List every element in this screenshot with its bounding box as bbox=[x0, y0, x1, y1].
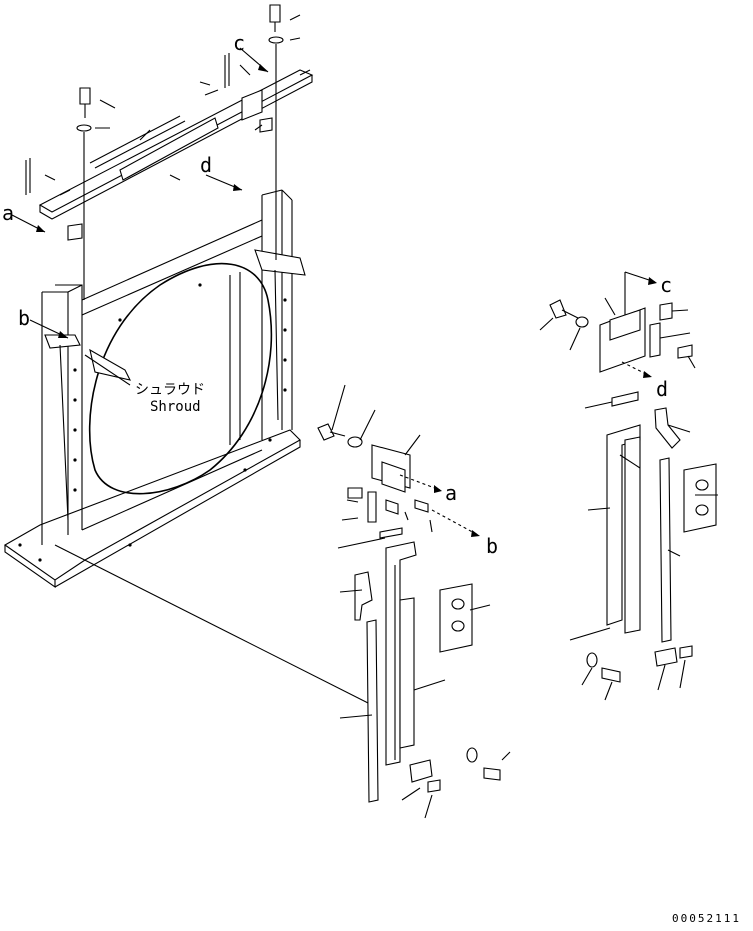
callout-arrows-main bbox=[11, 47, 373, 706]
top-rail-assembly bbox=[25, 4, 314, 300]
callout-b-center: b bbox=[486, 534, 498, 558]
callout-a-main: a bbox=[2, 201, 14, 225]
callout-c-right: c bbox=[660, 273, 672, 297]
shroud-label-jp: シュラウド bbox=[135, 382, 205, 398]
callout-d-main: d bbox=[200, 153, 212, 177]
callout-b-main: b bbox=[18, 306, 30, 330]
center-exploded-parts bbox=[317, 384, 511, 819]
right-exploded-parts bbox=[539, 271, 718, 701]
shroud-label-en: Shroud bbox=[150, 399, 201, 415]
shroud-frame bbox=[3, 189, 306, 589]
callout-d-right: d bbox=[656, 377, 668, 401]
callout-c-main: c bbox=[233, 31, 245, 55]
drawing-number: 00052111 bbox=[672, 912, 741, 925]
callout-a-center: a bbox=[445, 481, 457, 505]
